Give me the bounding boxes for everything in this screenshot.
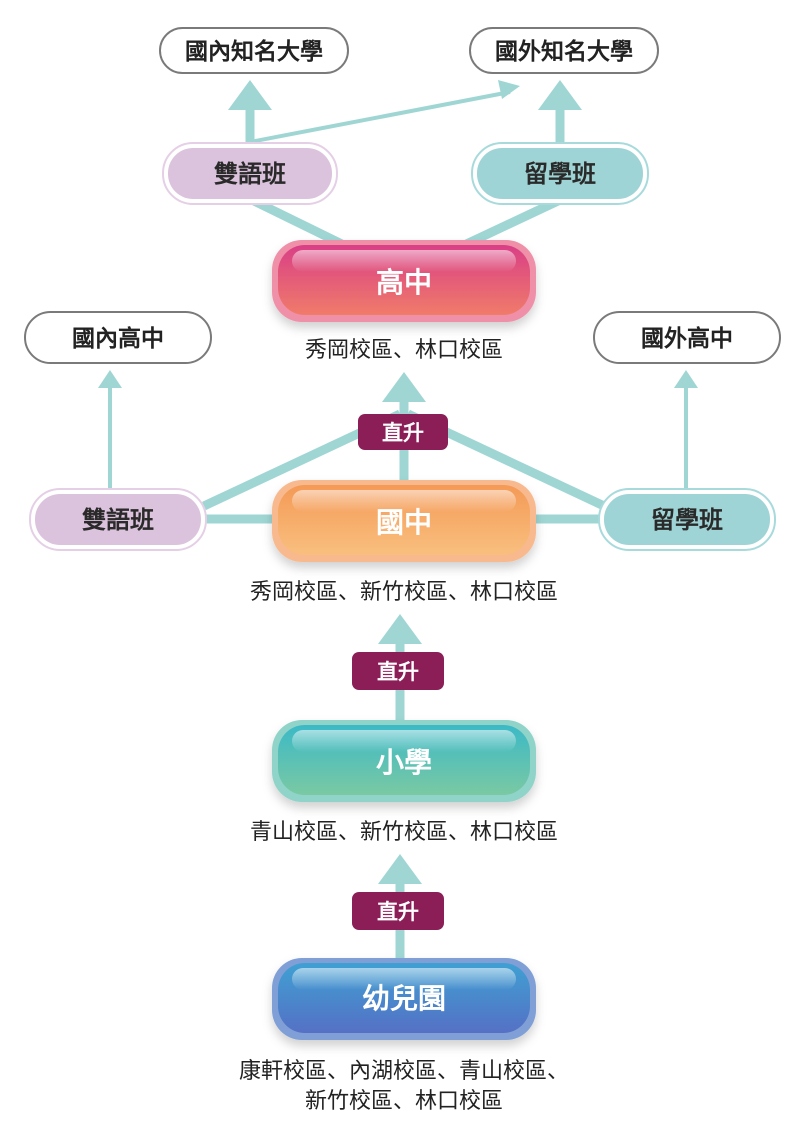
foreign-university-node: 國外知名大學 <box>469 27 659 74</box>
junior-bilingual-class-label: 雙語班 <box>82 506 154 534</box>
foreign-high-school-label: 國外高中 <box>641 325 733 352</box>
junior-bilingual-class-node: 雙語班 <box>29 488 207 551</box>
arrow-up-icon <box>538 80 582 110</box>
high-school-label: 高中 <box>376 266 432 299</box>
domestic-university-node: 國內知名大學 <box>159 27 349 74</box>
arrow-up-icon <box>382 372 426 402</box>
kindergarten-campuses-line-2: 新竹校區、林口校區 <box>305 1089 503 1114</box>
high-school-node <box>272 240 536 322</box>
elementary-label: 小學 <box>376 746 432 779</box>
junior-high-label: 國中 <box>376 506 432 539</box>
connector-bilingual-to-foreign-university <box>249 90 511 144</box>
promotion-badge-elementary: 直升 <box>352 652 444 690</box>
high-bilingual-class-node: 雙語班 <box>162 142 338 205</box>
promotion-badge-junior-label: 直升 <box>382 421 424 445</box>
elementary-campuses: 青山校區、新竹校區、林口校區 <box>250 820 558 845</box>
arrow-up-icon <box>98 370 122 388</box>
foreign-high-school-node: 國外高中 <box>593 311 781 364</box>
high-abroad-class-node: 留學班 <box>471 142 649 205</box>
arrow-right-icon <box>498 80 520 99</box>
kindergarten-campuses-line-1: 康軒校區、內湖校區、青山校區、 <box>239 1059 569 1084</box>
high-abroad-class-label: 留學班 <box>524 160 596 188</box>
kindergarten-node <box>272 958 536 1040</box>
junior-abroad-class-node: 留學班 <box>598 488 776 551</box>
promotion-badge-elementary-label: 直升 <box>377 660 419 684</box>
kindergarten-label: 幼兒園 <box>362 982 446 1015</box>
promotion-badge-kindergarten-label: 直升 <box>377 900 419 924</box>
foreign-university-label: 國外知名大學 <box>495 38 633 65</box>
arrow-heads <box>98 80 698 884</box>
elementary-node <box>272 720 536 802</box>
arrow-up-icon <box>228 80 272 110</box>
domestic-high-school-label: 國內高中 <box>72 325 164 352</box>
promotion-badge-kindergarten: 直升 <box>352 892 444 930</box>
promotion-badge-junior: 直升 <box>358 414 448 450</box>
high-school-campuses: 秀岡校區、林口校區 <box>305 338 503 363</box>
junior-high-node <box>272 480 536 562</box>
domestic-university-label: 國內知名大學 <box>185 38 323 65</box>
arrow-up-icon <box>378 614 422 644</box>
junior-high-campuses: 秀岡校區、新竹校區、林口校區 <box>250 580 558 605</box>
arrow-up-icon <box>674 370 698 388</box>
high-bilingual-class-label: 雙語班 <box>214 160 286 188</box>
junior-abroad-class-label: 留學班 <box>651 506 723 534</box>
domestic-high-school-node: 國內高中 <box>24 311 212 364</box>
arrow-up-icon <box>378 854 422 884</box>
